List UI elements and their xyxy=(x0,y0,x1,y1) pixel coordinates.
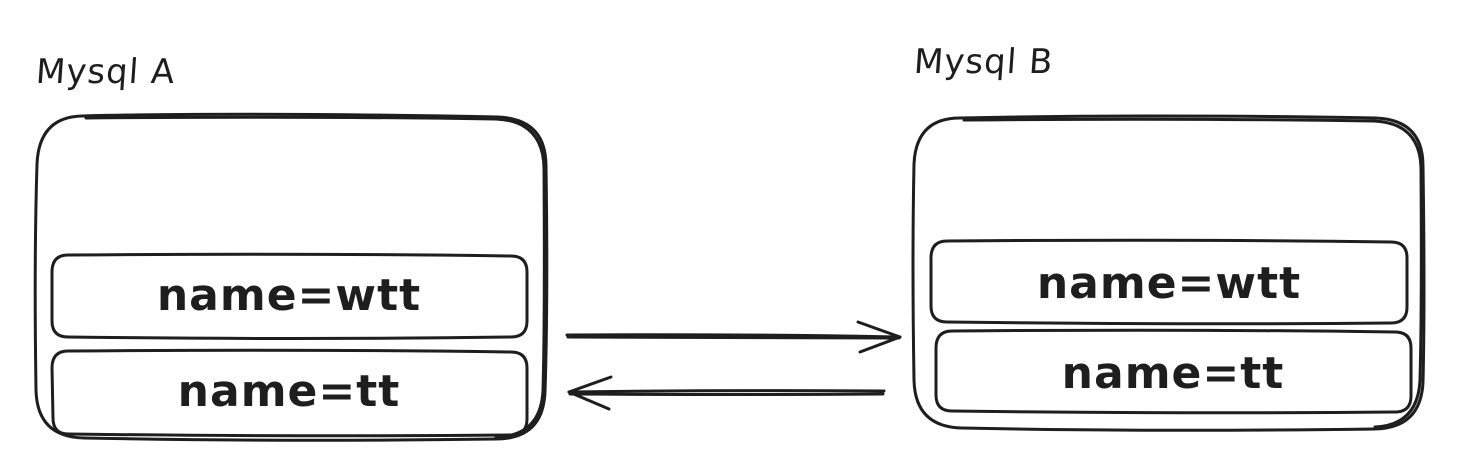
arrow-b-to-a-head xyxy=(567,375,613,411)
mysql-b-row-2-text: name=tt xyxy=(1061,348,1285,399)
mysql-a-row-1-box xyxy=(50,252,529,340)
mysql-a-row-2-box xyxy=(50,348,529,438)
arrow-a-to-b-line xyxy=(565,333,902,339)
mysql-b-container-shadow xyxy=(962,117,1423,429)
mysql-b-row-2-box xyxy=(934,328,1413,415)
mysql-a-label: Mysql A xyxy=(34,52,177,92)
arrow-a-to-b-line-2 xyxy=(566,335,901,340)
mysql-a-row-1-text: name=wtt xyxy=(156,270,422,321)
arrow-b-to-a-line-2 xyxy=(568,392,885,396)
mysql-a-row-2-text: name=tt xyxy=(177,366,401,417)
mysql-a-container xyxy=(33,112,549,442)
mysql-a-container-shadow xyxy=(84,115,546,439)
mysql-b-container xyxy=(911,114,1426,432)
arrow-a-to-b-head xyxy=(856,320,902,354)
arrow-b-to-a-line xyxy=(567,389,886,394)
mysql-b-label: Mysql B xyxy=(912,42,1055,82)
mysql-b-row-1-box xyxy=(929,238,1409,326)
mysql-b-row-1-text: name=wtt xyxy=(1036,258,1302,309)
